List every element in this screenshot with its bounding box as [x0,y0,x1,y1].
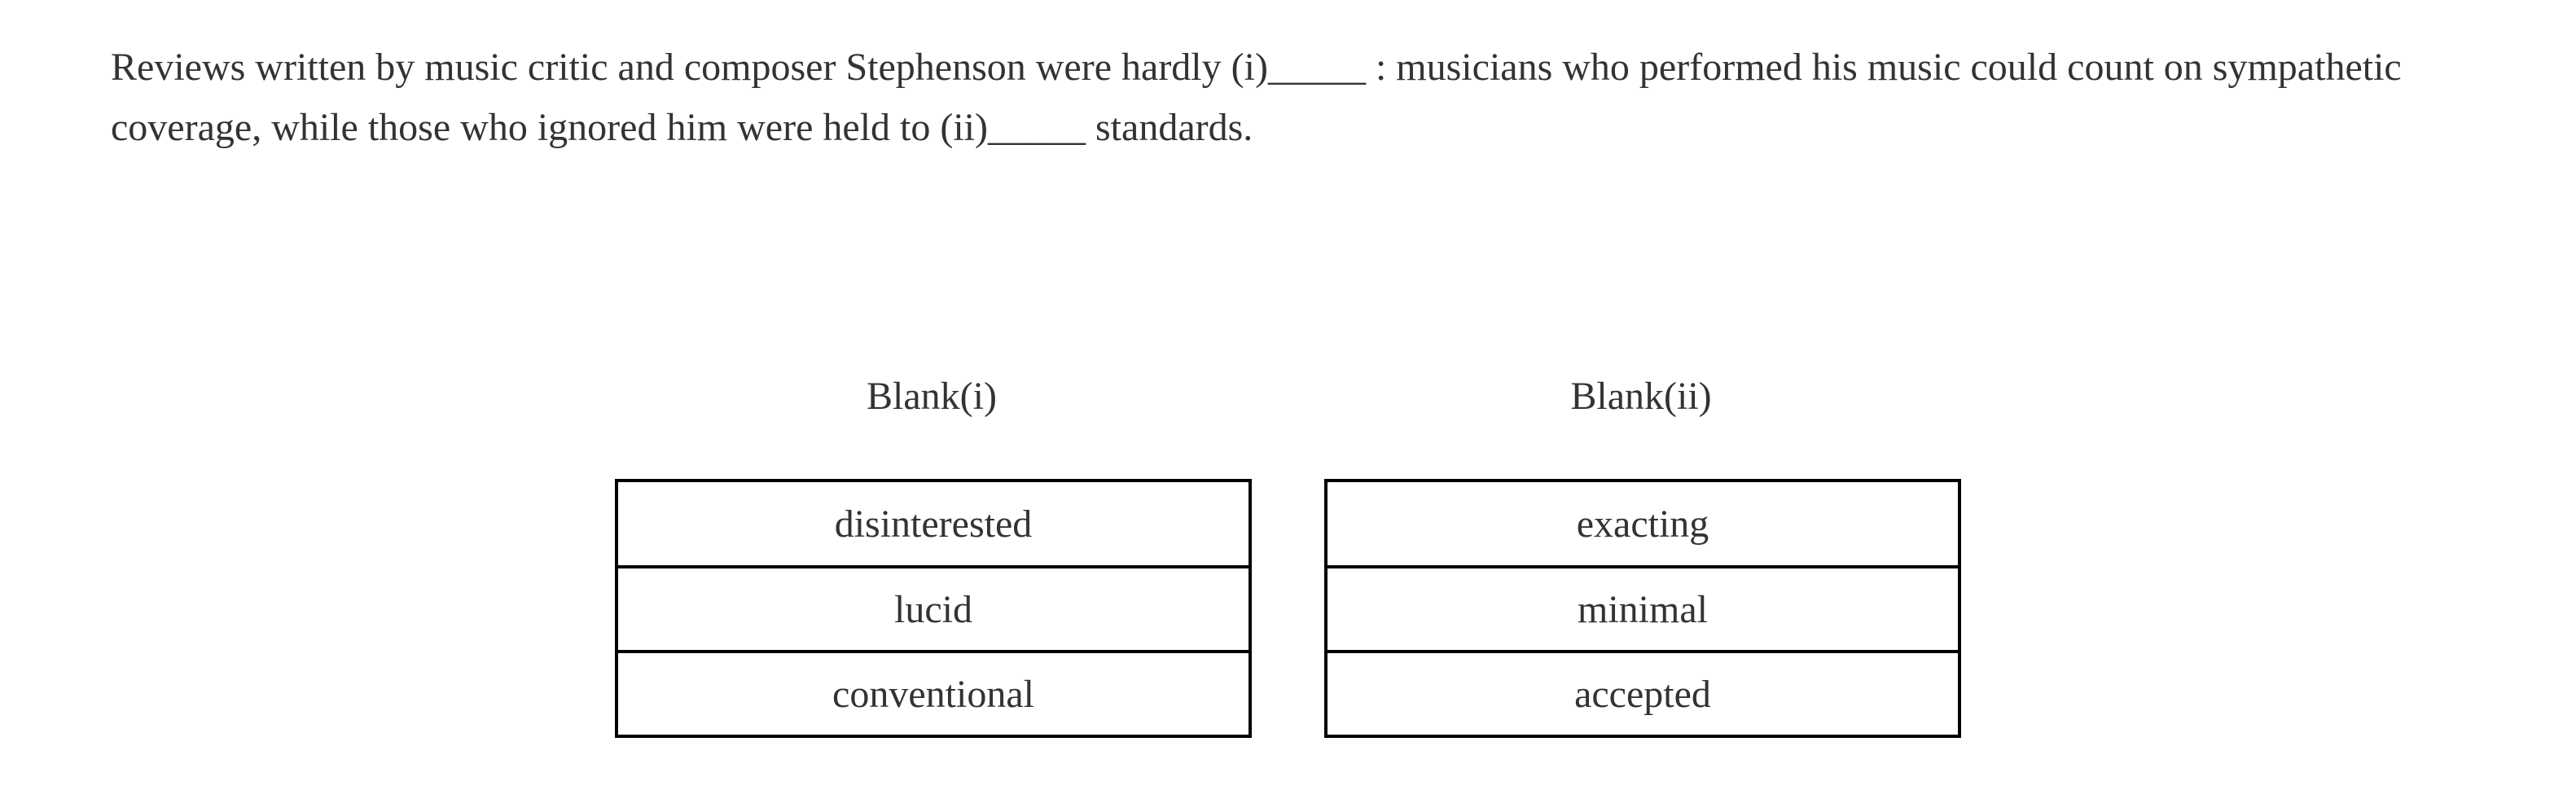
question-text: Reviews written by music critic and comp… [111,37,2473,158]
blank-i-placeholder: _____ [1267,46,1366,89]
blank-ii-label: Blank(ii) [1570,375,1712,418]
blank-i-option-conventional[interactable]: conventional [618,650,1249,735]
blank-ii-option-exacting[interactable]: exacting [1327,482,1958,565]
question-part-1: Reviews written by music critic and comp… [111,46,1268,89]
blank-i-options: disinterested lucid conventional [615,479,1252,738]
question-part-3: standards. [1086,106,1253,149]
blank-ii-placeholder: _____ [988,106,1086,149]
blank-ii-option-accepted[interactable]: accepted [1327,650,1958,735]
blank-ii-option-minimal[interactable]: minimal [1327,565,1958,650]
blank-i-option-lucid[interactable]: lucid [618,565,1249,650]
blank-i-label: Blank(i) [867,375,997,418]
blank-ii-options: exacting minimal accepted [1324,479,1961,738]
question-part-2: : musicians who performed his music coul… [111,46,2402,149]
blank-i-option-disinterested[interactable]: disinterested [618,482,1249,565]
